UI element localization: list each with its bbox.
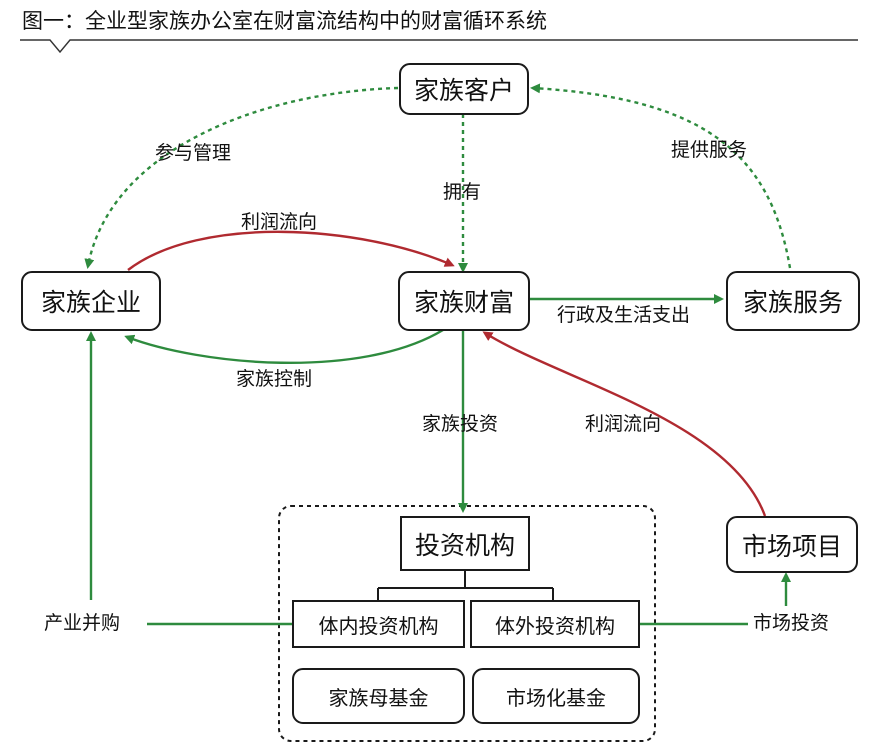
- node-market-fund: 市场化基金: [472, 668, 640, 724]
- node-internal-investment: 体内投资机构: [292, 600, 465, 648]
- figure-title: 图一：全业型家族办公室在财富流结构中的财富循环系统: [22, 9, 547, 33]
- node-market-project: 市场项目: [726, 516, 858, 573]
- label-admin-living: 行政及生活支出: [557, 304, 691, 326]
- node-family-mother-fund: 家族母基金: [292, 668, 465, 724]
- node-family-service: 家族服务: [726, 271, 860, 331]
- label-own: 拥有: [443, 181, 482, 203]
- node-family-enterprise: 家族企业: [21, 271, 161, 331]
- arrow-participate-manage: [84, 86, 399, 269]
- node-investment-institution: 投资机构: [400, 516, 530, 571]
- label-participate-manage: 参与管理: [155, 142, 232, 164]
- node-family-client: 家族客户: [399, 63, 529, 115]
- label-market-investment: 市场投资: [753, 612, 830, 634]
- label-family-control: 家族控制: [236, 368, 313, 390]
- title-underline: [20, 39, 858, 54]
- node-family-wealth: 家族财富: [398, 271, 530, 331]
- arrow-profit-flow-right: [482, 331, 767, 517]
- label-family-investment: 家族投资: [422, 413, 499, 435]
- arrow-family-control: [124, 328, 444, 365]
- node-external-investment: 体外投资机构: [470, 600, 640, 648]
- investment-bracket: [377, 571, 554, 600]
- label-industry-merger: 产业并购: [44, 612, 121, 634]
- arrow-profit-flow-top: [127, 230, 455, 271]
- label-provide-service: 提供服务: [671, 139, 748, 161]
- label-profit-flow-right: 利润流向: [585, 413, 662, 435]
- arrow-provide-service: [530, 83, 792, 269]
- label-profit-flow-top: 利润流向: [241, 211, 318, 233]
